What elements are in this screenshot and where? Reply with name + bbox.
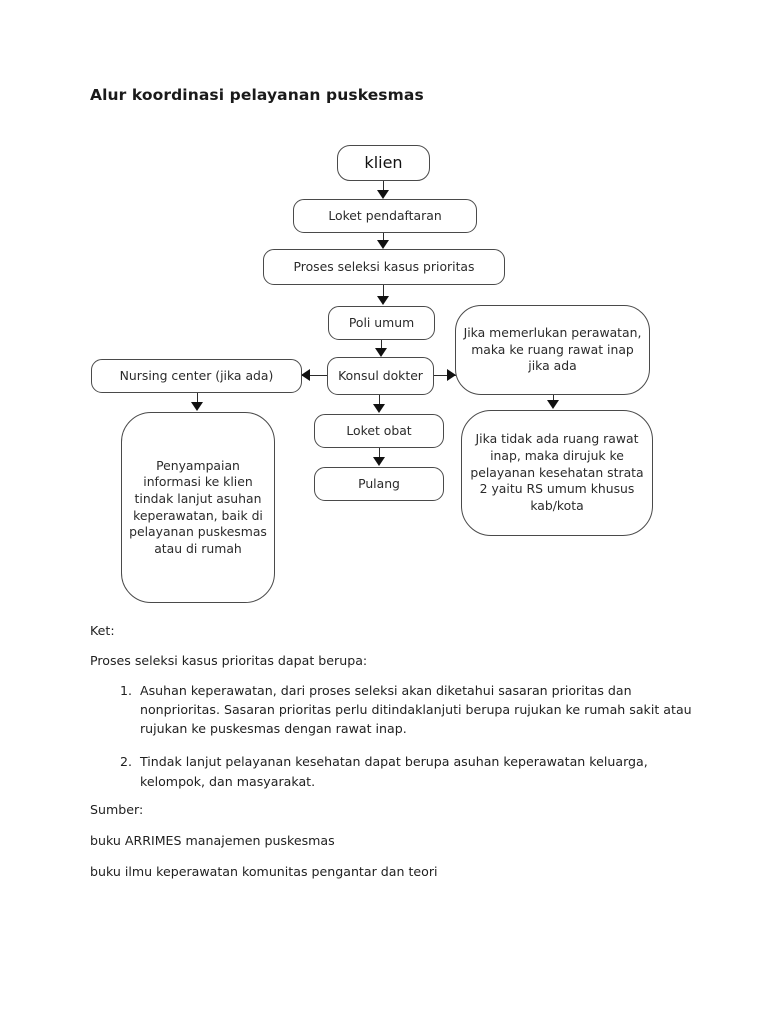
list-item-number: 1. xyxy=(119,683,132,698)
list-item-text: Asuhan keperawatan, dari proses seleksi … xyxy=(140,683,692,737)
connector-klien-to-loket xyxy=(383,181,385,193)
arrow-down-icon xyxy=(377,296,389,305)
arrow-down-icon xyxy=(191,402,203,411)
flow-node-loket-obat[interactable]: Loket obat xyxy=(314,414,444,448)
arrow-down-icon xyxy=(377,190,389,199)
arrow-left-icon xyxy=(301,369,310,381)
connector-loket-to-proses xyxy=(383,233,385,241)
arrow-right-icon xyxy=(447,369,456,381)
arrow-down-icon xyxy=(377,240,389,249)
ket-label: Ket: xyxy=(90,623,115,638)
list-item: 2. Tindak lanjut pelayanan kesehatan dap… xyxy=(112,752,692,790)
flow-node-klien[interactable]: klien xyxy=(337,145,430,181)
sources-label: Sumber: xyxy=(90,802,144,817)
arrow-down-icon xyxy=(373,404,385,413)
list-item-text: Tindak lanjut pelayanan kesehatan dapat … xyxy=(140,754,648,789)
flow-node-poli-umum[interactable]: Poli umum xyxy=(328,306,435,340)
arrow-down-icon xyxy=(373,457,385,466)
arrow-down-icon xyxy=(547,400,559,409)
flow-node-rawat-inap[interactable]: Jika memerlukan perawatan, maka ke ruang… xyxy=(455,305,650,395)
connector-poli-to-konsul xyxy=(381,340,383,350)
connector-loketobat-to-pulang xyxy=(379,448,381,459)
flow-node-pulang[interactable]: Pulang xyxy=(314,467,444,501)
flow-node-proses-seleksi[interactable]: Proses seleksi kasus prioritas xyxy=(263,249,505,285)
connector-konsul-to-loketobat xyxy=(379,395,381,406)
flow-node-nursing-center[interactable]: Nursing center (jika ada) xyxy=(91,359,302,393)
flow-node-penyampaian-informasi[interactable]: Penyampaian informasi ke klien tindak la… xyxy=(121,412,275,603)
source-item: buku ilmu keperawatan komunitas penganta… xyxy=(90,864,438,879)
page-title: Alur koordinasi pelayanan puskesmas xyxy=(90,86,424,104)
flowchart: klien Loket pendaftaran Proses seleksi k… xyxy=(91,145,653,603)
list-item: 1. Asuhan keperawatan, dari proses selek… xyxy=(112,681,692,738)
connector-nursing-to-penyampaian xyxy=(197,393,199,405)
flow-node-loket-pendaftaran[interactable]: Loket pendaftaran xyxy=(293,199,477,233)
connector-proses-to-poli xyxy=(383,285,385,298)
connector-konsul-to-rawatinap xyxy=(434,375,456,377)
flow-node-konsul-dokter[interactable]: Konsul dokter xyxy=(327,357,434,395)
list-item-number: 2. xyxy=(119,754,132,770)
notes-intro: Proses seleksi kasus prioritas dapat ber… xyxy=(90,653,368,668)
arrow-down-icon xyxy=(375,348,387,357)
connector-konsul-to-nursing xyxy=(302,375,329,377)
notes-list: 1. Asuhan keperawatan, dari proses selek… xyxy=(112,681,692,805)
flow-node-rujukan-strata2[interactable]: Jika tidak ada ruang rawat inap, maka di… xyxy=(461,410,653,536)
source-item: buku ARRIMES manajemen puskesmas xyxy=(90,833,335,848)
